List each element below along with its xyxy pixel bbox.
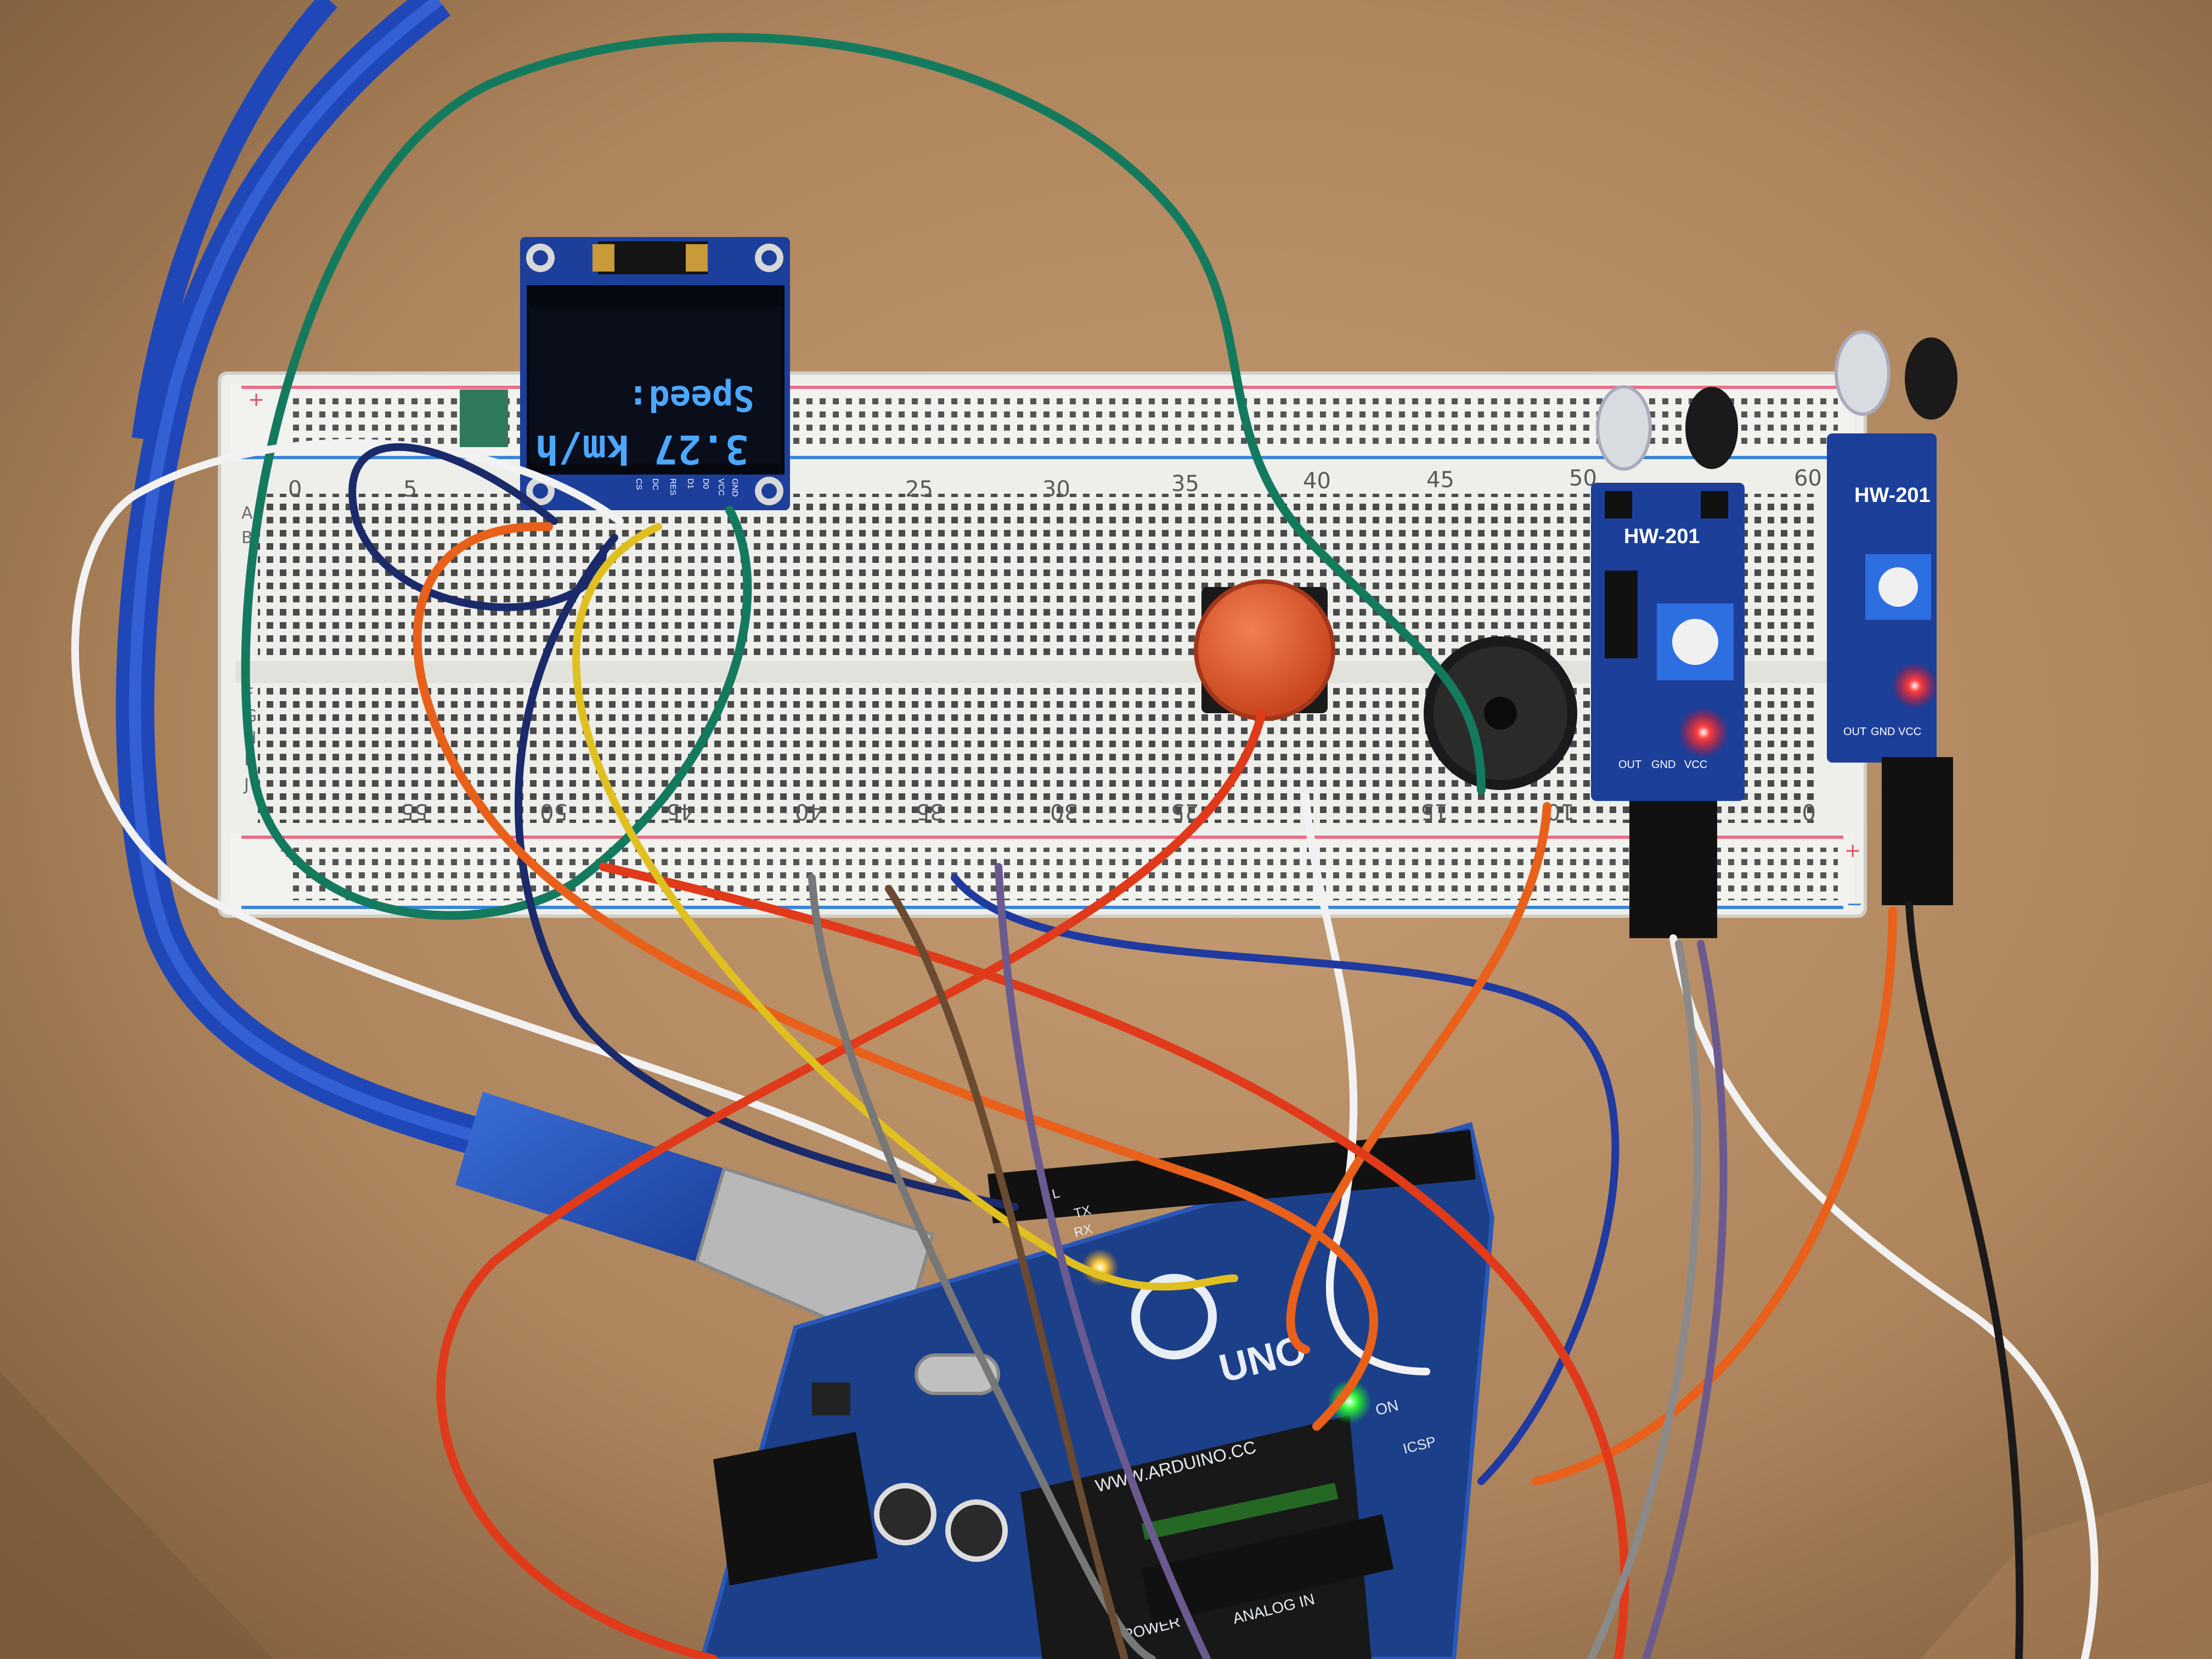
- ir-receiver: [1905, 337, 1957, 420]
- wire-yellow: [572, 523, 1238, 1291]
- status-led-red: [1678, 707, 1729, 758]
- pin-label: VCC: [716, 478, 726, 496]
- pin-label: GND: [730, 478, 740, 497]
- oled-line-1: Speed:: [628, 377, 754, 418]
- column-number: 15: [1420, 799, 1448, 824]
- column-number: 40: [795, 799, 823, 824]
- column-number: 30: [1042, 477, 1070, 502]
- column-number: 55: [400, 799, 428, 824]
- pin-label: D0: [701, 478, 710, 489]
- wire-red: [436, 709, 1266, 1659]
- sensor-title: HW-201: [1854, 484, 1931, 507]
- voltage-regulator: [812, 1383, 850, 1415]
- crystal-oscillator: [915, 1353, 1000, 1395]
- pin-label: CS: [634, 478, 644, 490]
- column-number: 40: [1303, 469, 1331, 494]
- column-number: 0: [288, 477, 302, 502]
- wire-orange: [1532, 906, 1897, 1486]
- column-number: 45: [666, 799, 694, 824]
- pin-label: D1: [686, 478, 695, 489]
- breadboard-center-channel: [236, 661, 1849, 683]
- wire-brown: [885, 885, 1128, 1659]
- power-led-green: [1328, 1380, 1372, 1424]
- pin-label: RES: [668, 478, 678, 495]
- column-number: 60: [1794, 466, 1822, 491]
- dupont-connector: [1882, 757, 1953, 905]
- wire-black: [1905, 901, 2024, 1659]
- wire-navy: [951, 874, 1620, 1485]
- breadboard-top-grid: [258, 494, 1816, 658]
- sensor-pin-vcc: VCC: [1684, 759, 1707, 771]
- wire-gray: [1587, 940, 1702, 1659]
- cardboard-fold-shadow-bottom: [0, 1372, 274, 1659]
- capacitor: [874, 1483, 936, 1545]
- breadboard-bottom-grid: [258, 686, 1816, 823]
- push-button: [1194, 579, 1335, 721]
- breadboard-top-numbers: 0 5 25 30 35 40 45 50 60: [288, 466, 1822, 502]
- breadboard-bottom-numbers: 55 50 45 40 35 30 25 15 10 0: [400, 799, 1816, 824]
- wire-orange: [1286, 802, 1551, 1354]
- sensor-pin-out: OUT: [1618, 759, 1641, 771]
- ir-receiver: [1685, 387, 1738, 469]
- wire-orange: [413, 522, 1379, 1431]
- sensor-pin-out: OUT: [1843, 726, 1866, 738]
- row-letter: I: [244, 751, 249, 770]
- ir-sensor-left: HW-201 OUT GND VCC: [1591, 385, 1745, 938]
- status-led-red: [1892, 663, 1938, 709]
- oled-display-module: 3.27 km/h Speed: GND VCC D0 D1 RES DC CS: [520, 237, 790, 510]
- row-letter: A: [241, 504, 253, 523]
- column-number: 50: [540, 799, 568, 824]
- oled-line-2: 3.27 km/h: [535, 426, 749, 472]
- column-number: 5: [403, 477, 417, 502]
- wire-navy: [348, 443, 607, 611]
- rail-plus-sign: +: [1844, 839, 1861, 862]
- column-number: 10: [1547, 799, 1575, 824]
- green-jumper-block: [460, 390, 508, 447]
- usb-plug-body: [455, 1092, 724, 1262]
- sensor-pin-vcc: VCC: [1898, 726, 1921, 738]
- wire-red: [599, 862, 1629, 1659]
- row-letter: J: [243, 775, 249, 794]
- capacitor: [945, 1499, 1008, 1562]
- rail-minus-sign: −: [1846, 893, 1863, 916]
- arduino-logo: [1131, 1274, 1217, 1359]
- sensor-pin-gnd: GND: [1651, 759, 1675, 771]
- sensor-title: HW-201: [1624, 525, 1700, 548]
- column-number: 25: [1171, 799, 1199, 824]
- buzzer: [1424, 636, 1577, 790]
- column-number: 35: [1171, 471, 1199, 496]
- wire-purple: [995, 863, 1211, 1659]
- column-number: 30: [1050, 799, 1078, 824]
- jumper-wires: [71, 33, 2098, 1659]
- wire-navy: [515, 534, 1019, 1211]
- analog-header: [1141, 1514, 1393, 1624]
- oled-pin-labels: GND VCC D0 D1 RES DC CS: [634, 478, 740, 497]
- column-number: 35: [916, 799, 944, 824]
- pin-glow: [1141, 1482, 1339, 1541]
- rail-plus-sign: +: [248, 388, 264, 411]
- cardboard-edge-right: [1920, 1481, 2212, 1659]
- pin-label: DC: [651, 478, 660, 490]
- power-jack: [713, 1432, 878, 1585]
- column-number: 25: [905, 477, 933, 502]
- sensor-pin-gnd: GND: [1871, 726, 1895, 738]
- l-label: L: [1051, 1186, 1061, 1201]
- column-number: 0: [1802, 799, 1816, 824]
- wire-purple: [1642, 940, 1728, 1659]
- ir-emitter-led: [1835, 330, 1891, 416]
- ir-emitter-led: [1596, 385, 1652, 471]
- dupont-connector: [1629, 801, 1717, 938]
- column-number: 45: [1426, 467, 1454, 493]
